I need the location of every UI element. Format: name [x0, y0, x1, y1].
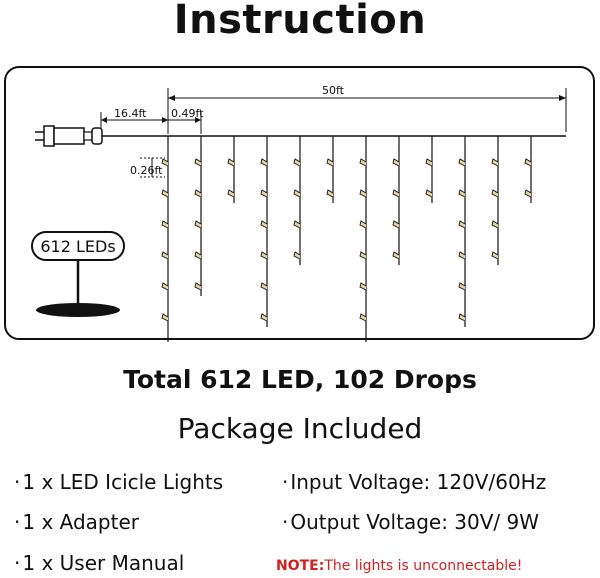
- led-bulb: [227, 189, 235, 198]
- led-bulb: [524, 189, 532, 198]
- led-bulb: [260, 158, 268, 167]
- led-bulb: [194, 220, 202, 229]
- led-bulb: [161, 313, 169, 322]
- icicle-light-diagram: 50ft 16.4ft 0.49ft 0.26ft 612 LEDs: [4, 66, 595, 342]
- led-bulb: [425, 158, 433, 167]
- led-bulb: [359, 282, 367, 291]
- led-bulb: [491, 220, 499, 229]
- package-item-adapter: ·1 x Adapter: [14, 510, 139, 534]
- led-bulb: [458, 220, 466, 229]
- led-bulb: [260, 189, 268, 198]
- spec-input-voltage: ·Input Voltage: 120V/60Hz: [282, 470, 547, 494]
- led-bulb: [161, 220, 169, 229]
- led-bulb: [359, 313, 367, 322]
- led-bulb: [260, 282, 268, 291]
- note-unconnectable: NOTE:The lights is unconnectable!: [276, 558, 523, 574]
- dimension-50ft-label: 50ft: [322, 84, 345, 97]
- led-bulb: [359, 251, 367, 260]
- dimension-lead-label: 16.4ft: [114, 107, 147, 120]
- led-bulb: [458, 251, 466, 260]
- led-bulb: [260, 220, 268, 229]
- led-bulb: [458, 282, 466, 291]
- led-bulb: [359, 220, 367, 229]
- led-bulb: [194, 158, 202, 167]
- led-bulb: [293, 251, 301, 260]
- led-bulb: [293, 189, 301, 198]
- spec-output-voltage: ·Output Voltage: 30V/ 9W: [282, 510, 540, 534]
- led-bulb: [491, 158, 499, 167]
- led-bulb: [425, 189, 433, 198]
- package-item-manual: ·1 x User Manual: [14, 551, 185, 575]
- package-included-heading: Package Included: [177, 412, 423, 445]
- led-bulb: [194, 282, 202, 291]
- dimension-led-spacing-label: 0.26ft: [130, 164, 163, 177]
- power-plug-icon: [35, 125, 168, 147]
- led-bulb: [194, 189, 202, 198]
- led-bulb: [359, 158, 367, 167]
- led-bulb: [359, 189, 367, 198]
- led-bulb: [458, 313, 466, 322]
- led-bulb: [293, 220, 301, 229]
- led-bulb: [161, 251, 169, 260]
- page-title: Instruction: [173, 0, 427, 43]
- led-bulb: [194, 251, 202, 260]
- led-bulb: [161, 282, 169, 291]
- led-bulb: [260, 313, 268, 322]
- package-item-lights: ·1 x LED Icicle Lights: [14, 470, 224, 494]
- led-bulb: [326, 158, 334, 167]
- led-bulb: [392, 158, 400, 167]
- led-count-badge: 612 LEDs: [31, 231, 125, 317]
- led-bulb: [293, 158, 301, 167]
- led-bulb: [260, 251, 268, 260]
- total-led-drops: Total 612 LED, 102 Drops: [123, 365, 477, 394]
- led-bulb: [392, 251, 400, 260]
- led-bulb: [161, 189, 169, 198]
- led-bulb: [491, 251, 499, 260]
- led-bulb: [161, 158, 169, 167]
- led-bulb: [326, 189, 334, 198]
- led-bulb: [392, 220, 400, 229]
- led-bulb: [392, 189, 400, 198]
- icicle-drops: [161, 136, 532, 342]
- led-bulb: [458, 158, 466, 167]
- led-bulb: [524, 158, 532, 167]
- led-bulb: [227, 158, 235, 167]
- led-bulb: [458, 189, 466, 198]
- dimension-drop-spacing-label: 0.49ft: [171, 107, 204, 120]
- diagram-frame: [4, 66, 595, 340]
- led-count-label: 612 LEDs: [40, 237, 115, 256]
- led-bulb: [491, 189, 499, 198]
